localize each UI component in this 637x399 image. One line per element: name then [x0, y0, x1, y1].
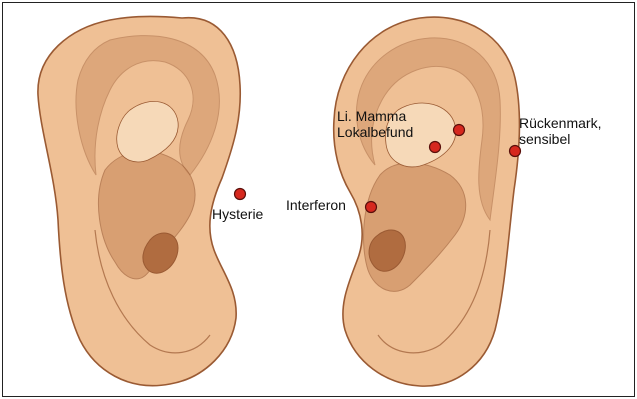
label-interferon: Interferon	[286, 197, 346, 214]
label-hysterie: Hysterie	[212, 206, 263, 223]
label-ruecken-line2: sensibel	[519, 131, 570, 148]
interferon-point	[366, 202, 377, 213]
right-ear	[334, 17, 520, 386]
label-mamma-line1: Li. Mamma	[337, 108, 406, 125]
hysterie-point	[235, 189, 246, 200]
label-mamma-line2: Lokalbefund	[337, 124, 413, 141]
left-ear	[38, 16, 240, 385]
mamma-point-1	[430, 142, 441, 153]
mamma-point-2	[454, 125, 465, 136]
label-ruecken-line1: Rückenmark,	[519, 115, 601, 132]
